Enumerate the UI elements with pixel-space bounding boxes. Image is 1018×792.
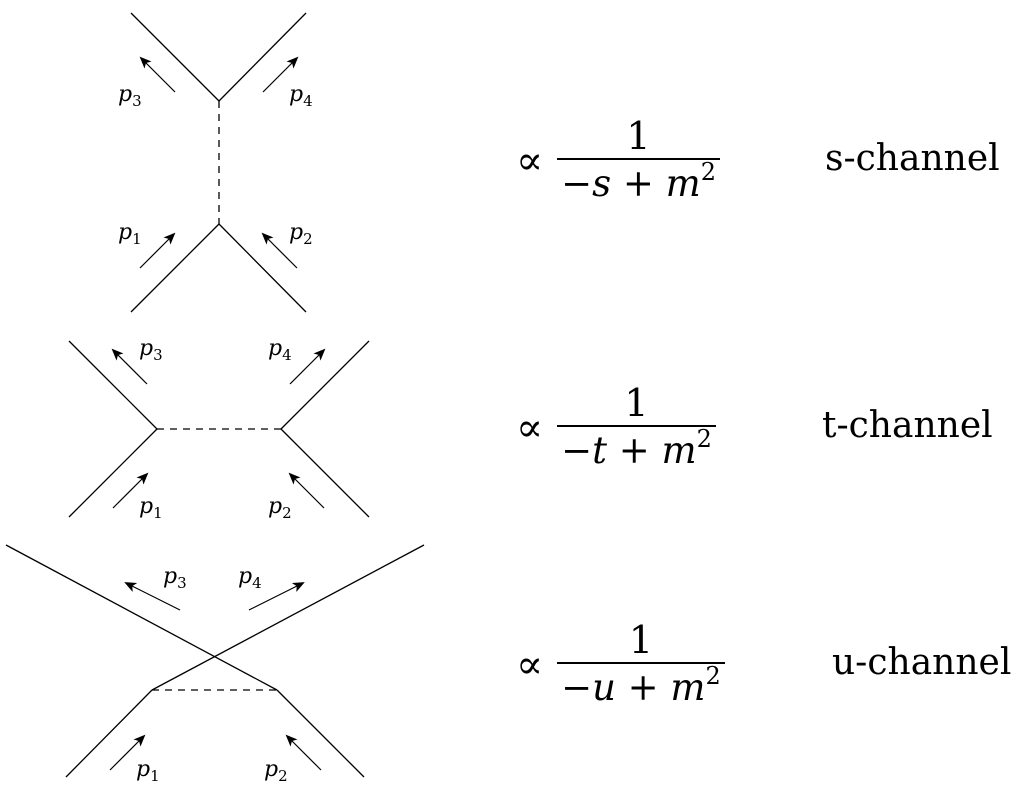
fraction-bar <box>557 662 725 664</box>
u-label-p1: p1 <box>136 757 160 785</box>
s-channel-label: s-channel <box>825 138 1000 179</box>
s-incoming-line-1 <box>130 223 220 313</box>
t-channel-label: t-channel <box>822 405 993 446</box>
u-momentum-arrow-3 <box>124 582 181 611</box>
fraction: 1 −s + m2 <box>557 114 720 208</box>
t-momentum-arrow-1 <box>112 472 149 509</box>
u-momentum-arrow-1 <box>109 734 146 771</box>
t-amplitude-formula: ∝ 1 −t + m2 <box>516 381 716 475</box>
u-channel-label: u-channel <box>832 642 1012 683</box>
u-label-p3: p3 <box>163 564 187 592</box>
s-label-p4: p4 <box>289 82 313 110</box>
t-label-p4: p4 <box>268 336 292 364</box>
s-incoming-line-2 <box>218 223 307 313</box>
proportional-symbol: ∝ <box>516 642 544 688</box>
numerator: 1 <box>628 618 654 662</box>
numerator: 1 <box>624 381 649 425</box>
t-channel-diagram: p3 p4 p1 p2 <box>68 336 370 522</box>
t-incoming-line-2 <box>280 428 370 518</box>
t-outgoing-line-4 <box>280 340 370 430</box>
s-outgoing-line-3 <box>130 12 220 102</box>
s-momentum-arrow-4 <box>262 56 299 93</box>
u-incoming-line-1 <box>65 689 153 778</box>
fraction: 1 −u + m2 <box>557 618 725 712</box>
denominator: −u + m2 <box>561 662 721 709</box>
fraction-bar <box>557 425 716 427</box>
u-momentum-arrow-4 <box>248 582 305 611</box>
proportional-symbol: ∝ <box>516 405 544 451</box>
fraction-bar <box>557 158 720 160</box>
s-label-p1: p1 <box>118 220 142 248</box>
s-momentum-arrow-2 <box>261 232 298 269</box>
s-outgoing-line-4 <box>218 12 307 102</box>
t-momentum-arrow-4 <box>289 348 326 385</box>
numerator: 1 <box>626 114 651 158</box>
u-label-p4: p4 <box>238 564 262 592</box>
u-amplitude-formula: ∝ 1 −u + m2 <box>516 618 725 712</box>
u-momentum-arrow-2 <box>285 734 322 771</box>
u-crossed-line-b <box>151 544 425 691</box>
s-label-p2: p2 <box>289 220 313 248</box>
u-channel-diagram: p3 p4 p1 p2 <box>5 544 425 785</box>
t-momentum-arrow-3 <box>111 348 148 385</box>
fraction: 1 −t + m2 <box>557 381 716 475</box>
denominator: −t + m2 <box>561 425 712 472</box>
u-label-p2: p2 <box>264 757 288 785</box>
s-label-p3: p3 <box>118 82 142 110</box>
s-amplitude-formula: ∝ 1 −s + m2 <box>516 114 720 208</box>
u-incoming-line-2 <box>276 689 365 778</box>
t-incoming-line-1 <box>68 428 158 518</box>
s-momentum-arrow-1 <box>139 232 176 269</box>
s-momentum-arrow-3 <box>139 56 176 93</box>
t-outgoing-line-3 <box>68 340 158 430</box>
s-channel-diagram: p3 p4 p1 p2 <box>118 12 313 313</box>
t-label-p2: p2 <box>268 494 292 522</box>
t-label-p3: p3 <box>139 336 163 364</box>
proportional-symbol: ∝ <box>516 138 544 184</box>
t-label-p1: p1 <box>139 494 163 522</box>
u-crossed-line-a <box>5 544 278 691</box>
t-momentum-arrow-2 <box>288 472 325 509</box>
denominator: −s + m2 <box>561 158 716 205</box>
